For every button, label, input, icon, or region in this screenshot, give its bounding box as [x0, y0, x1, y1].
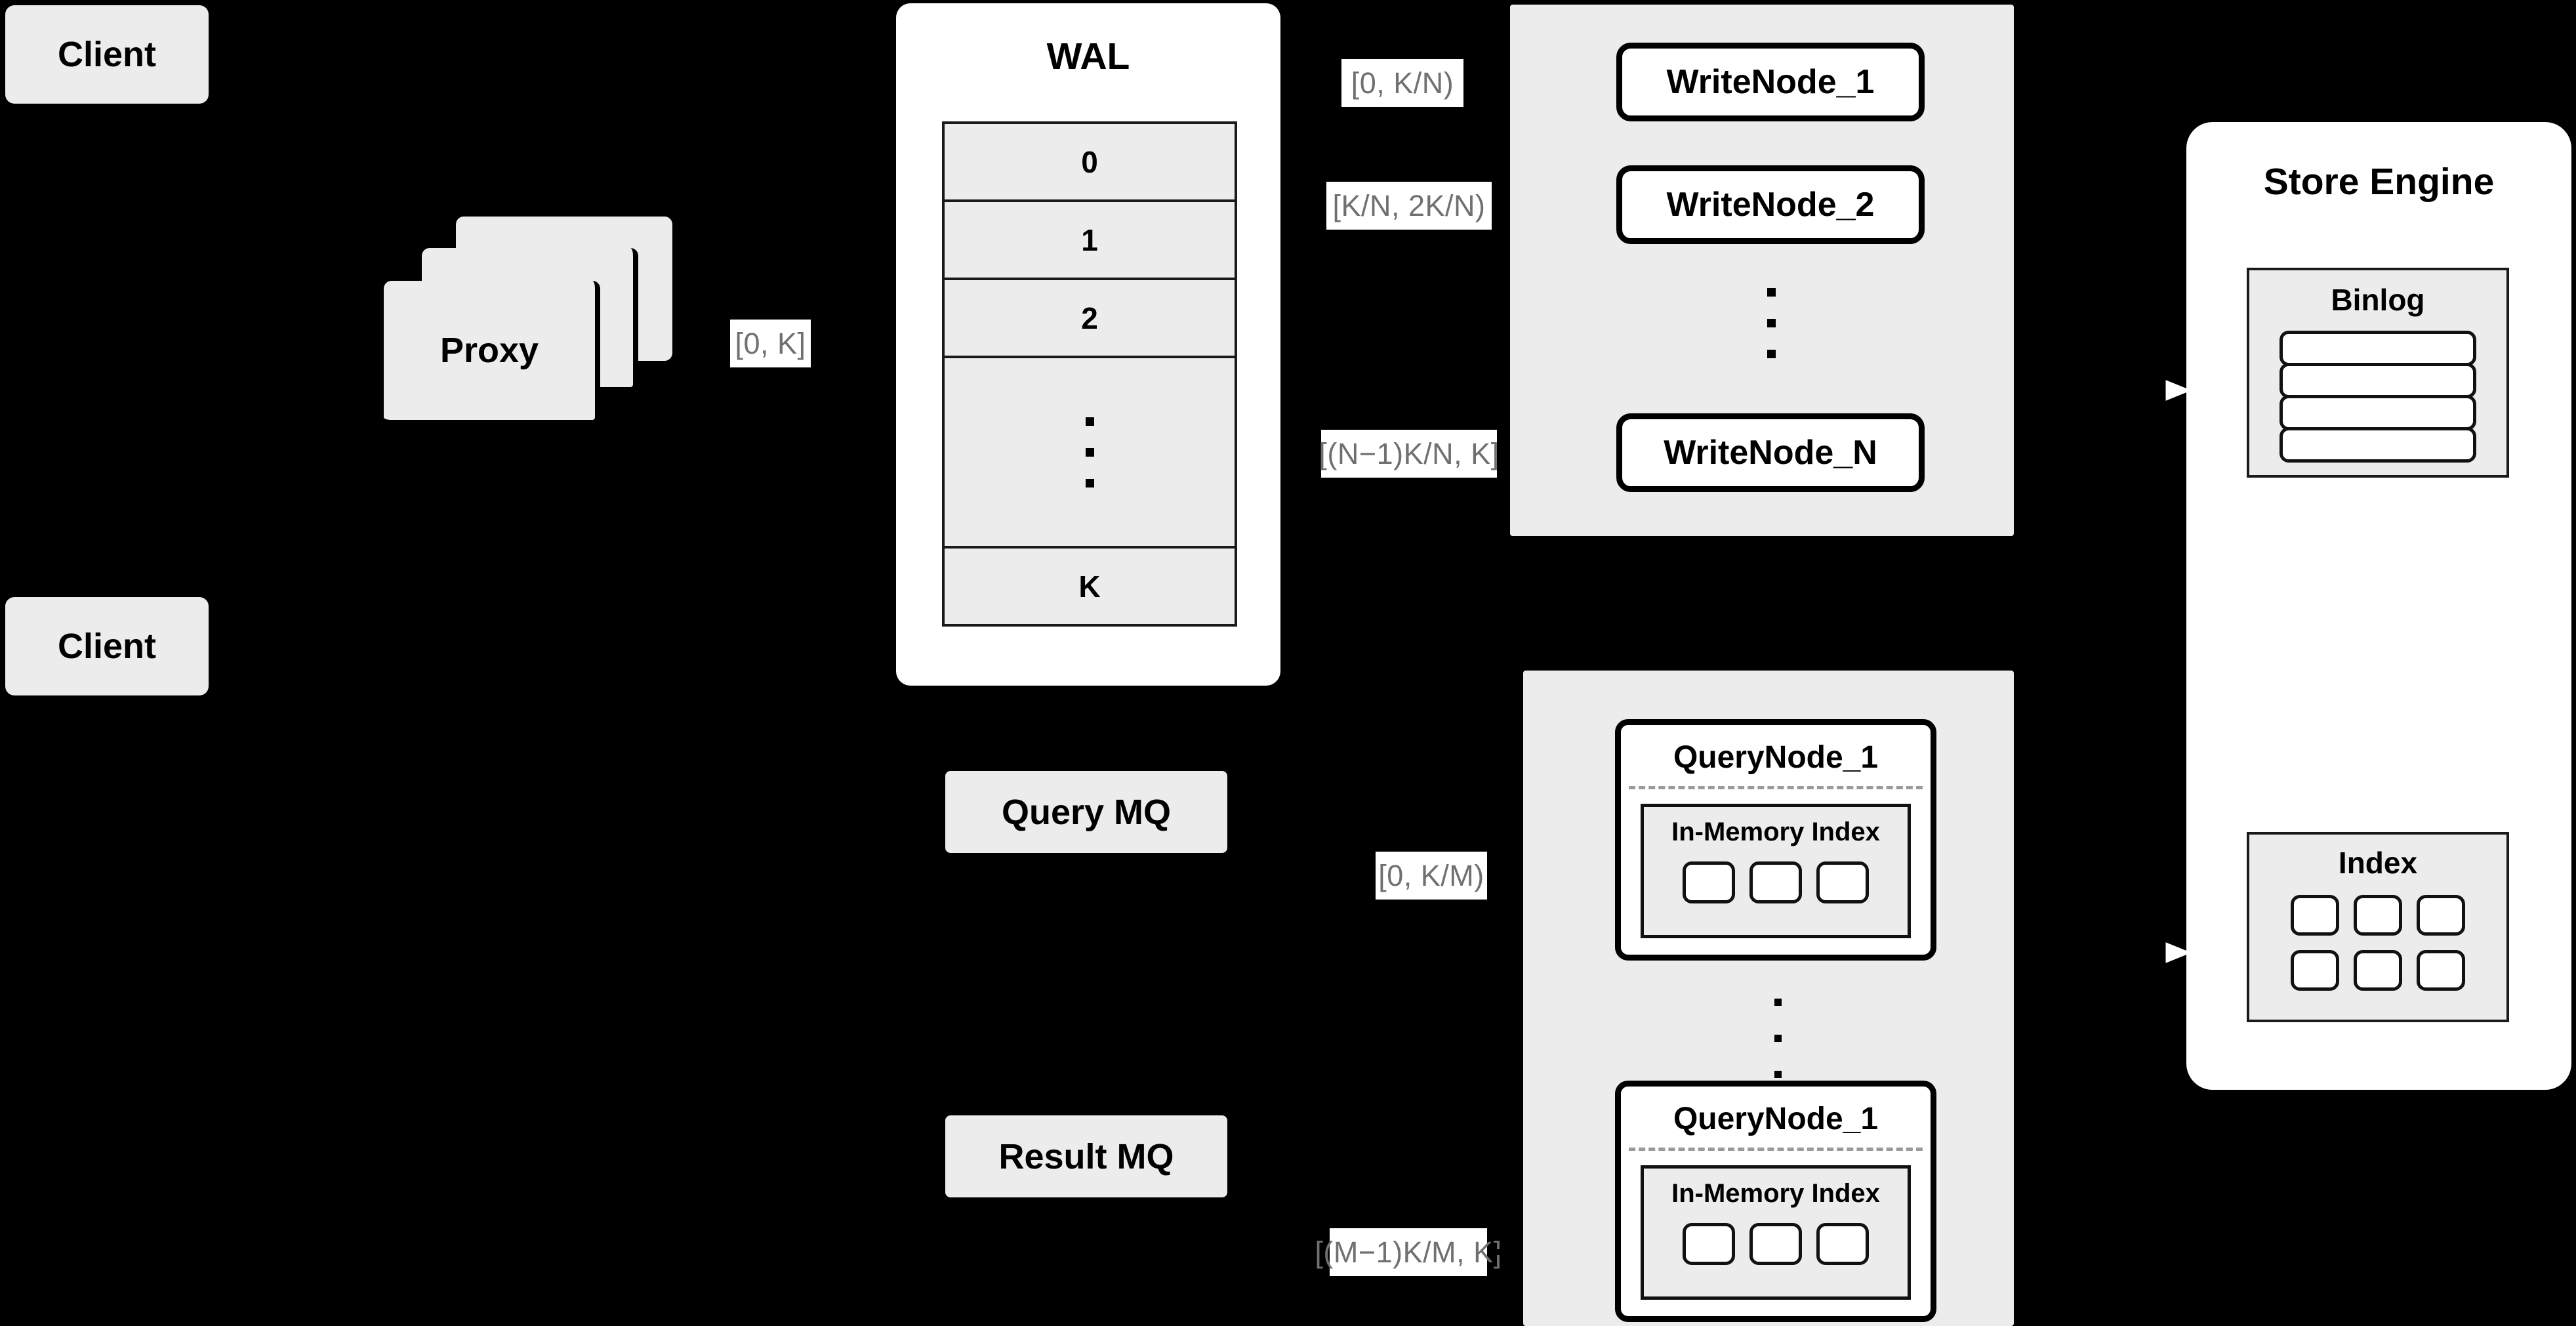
query-node-m-title: QueryNode_1 [1621, 1101, 1931, 1137]
result-mq-label: Result MQ [998, 1136, 1174, 1176]
index-tile[interactable] [2417, 950, 2465, 991]
binlog-row-tile[interactable] [2280, 363, 2476, 398]
index-title: Index [2249, 845, 2506, 881]
query-node-1-label: QueryNode_1 [1673, 740, 1879, 775]
client-node-top[interactable]: Client [5, 5, 209, 104]
wal-row-ellipsis [945, 358, 1235, 549]
wal-title-text: WAL [1046, 35, 1130, 77]
query-cluster-vertical-ellipsis-icon [1771, 979, 1784, 1097]
binlog-row-tile[interactable] [2280, 331, 2476, 366]
binlog-row-tile[interactable] [2280, 395, 2476, 430]
index-tile[interactable] [2354, 950, 2402, 991]
query-mq-node[interactable]: Query MQ [945, 771, 1227, 853]
index-title-text: Index [2338, 846, 2418, 880]
edge-label-wal-to-writenode-2: [K/N, 2K/N) [1326, 182, 1492, 230]
query-node-1-in-memory-index[interactable]: In-Memory Index [1641, 804, 1911, 938]
wal-row-label: 0 [1081, 144, 1098, 179]
write-node-n[interactable]: WriteNode_N [1616, 413, 1925, 492]
arrowhead-index-open-icon [2162, 935, 2199, 970]
query-node-m-label: QueryNode_1 [1673, 1102, 1879, 1136]
store-engine-title: Store Engine [2186, 160, 2571, 203]
index-section[interactable]: Index [2247, 832, 2509, 1022]
edge-label-wal-to-writenode-1: [0, K/N) [1341, 59, 1463, 107]
edge-label-mq-to-querynode-1-text: [0, K/M) [1378, 858, 1484, 892]
query-node-m[interactable]: QueryNode_1 In-Memory Index [1615, 1081, 1936, 1322]
wal-row[interactable]: K [945, 549, 1235, 624]
index-segment-tile[interactable] [1816, 1223, 1869, 1265]
binlog-row-tile[interactable] [2280, 427, 2476, 463]
index-segment-tile[interactable] [1749, 1223, 1802, 1265]
edge-label-proxy-to-wal-text: [0, K] [735, 326, 806, 360]
index-tile[interactable] [2291, 895, 2339, 936]
wal-row-label: 2 [1081, 300, 1098, 335]
edge-label-mq-to-querynode-1: [0, K/M) [1376, 852, 1487, 900]
query-node-1-title: QueryNode_1 [1621, 739, 1931, 776]
arrowhead-binlog-open-icon [2162, 373, 2199, 408]
write-node-2[interactable]: WriteNode_2 [1616, 165, 1925, 244]
proxy-card-front[interactable]: Proxy [384, 281, 600, 425]
result-mq-node[interactable]: Result MQ [945, 1115, 1227, 1197]
store-engine-panel: Store Engine Binlog Index [2186, 122, 2571, 1090]
query-node-1-in-memory-index-title: In-Memory Index [1644, 818, 1908, 847]
wal-row-label: 1 [1081, 222, 1098, 257]
query-node-m-in-memory-index-title: In-Memory Index [1644, 1179, 1908, 1209]
query-mq-label: Query MQ [1001, 792, 1172, 832]
binlog-section[interactable]: Binlog [2247, 268, 2509, 478]
query-node-1-divider [1629, 786, 1923, 789]
client-node-top-label: Client [57, 35, 156, 74]
binlog-title-text: Binlog [2331, 283, 2425, 317]
index-segment-tile[interactable] [1683, 861, 1735, 903]
query-node-1-in-memory-index-label: In-Memory Index [1671, 818, 1880, 846]
edge-label-proxy-to-wal: [0, K] [730, 320, 811, 367]
edge-label-mq-to-querynode-m: [(M−1)K/M, K] [1315, 1228, 1502, 1276]
query-node-m-in-memory-index[interactable]: In-Memory Index [1641, 1165, 1911, 1300]
query-node-m-divider [1629, 1148, 1923, 1151]
write-node-1-label: WriteNode_1 [1666, 63, 1875, 101]
vertical-ellipsis-icon [1085, 406, 1094, 499]
binlog-title: Binlog [2249, 282, 2506, 318]
index-segment-tile[interactable] [1816, 861, 1869, 903]
edge-label-mq-to-querynode-m-text: [(M−1)K/M, K] [1315, 1235, 1502, 1269]
wal-row[interactable]: 0 [945, 124, 1235, 202]
write-node-n-label: WriteNode_N [1664, 434, 1877, 472]
wal-title: WAL [896, 35, 1280, 78]
edge-label-wal-to-writenode-n-text: [(N−1)K/N, K] [1319, 436, 1500, 470]
query-node-1[interactable]: QueryNode_1 In-Memory Index [1615, 719, 1936, 961]
index-tile[interactable] [2291, 950, 2339, 991]
index-tile[interactable] [2417, 895, 2465, 936]
client-node-bottom[interactable]: Client [5, 597, 209, 695]
wal-row[interactable]: 2 [945, 280, 1235, 358]
proxy-node-label: Proxy [440, 331, 539, 370]
connector-line-index [2111, 950, 2166, 955]
proxy-node-stack[interactable]: Proxy [384, 217, 672, 426]
query-node-cluster: QueryNode_1 In-Memory Index QueryNode_1 [1523, 671, 2014, 1326]
edge-label-wal-to-writenode-1-text: [0, K/N) [1351, 66, 1454, 100]
store-engine-title-text: Store Engine [2263, 161, 2495, 203]
query-node-m-in-memory-index-label: In-Memory Index [1671, 1179, 1880, 1208]
wal-row-list: 0 1 2 K [942, 121, 1237, 627]
write-node-cluster: WriteNode_1 WriteNode_2 WriteNode_N [1510, 5, 2014, 536]
wal-panel: WAL 0 1 2 K [896, 3, 1280, 686]
connector-line-binlog [2111, 388, 2166, 392]
client-node-bottom-label: Client [57, 627, 156, 666]
index-tile[interactable] [2354, 895, 2402, 936]
write-node-1[interactable]: WriteNode_1 [1616, 43, 1925, 121]
write-cluster-vertical-ellipsis-icon [1765, 267, 1778, 379]
wal-row[interactable]: 1 [945, 202, 1235, 280]
index-segment-tile[interactable] [1749, 861, 1802, 903]
wal-row-label: K [1078, 569, 1101, 604]
write-node-2-label: WriteNode_2 [1666, 186, 1875, 224]
edge-label-wal-to-writenode-n: [(N−1)K/N, K] [1319, 430, 1500, 478]
index-segment-tile[interactable] [1683, 1223, 1735, 1265]
edge-label-wal-to-writenode-2-text: [K/N, 2K/N) [1332, 188, 1486, 222]
